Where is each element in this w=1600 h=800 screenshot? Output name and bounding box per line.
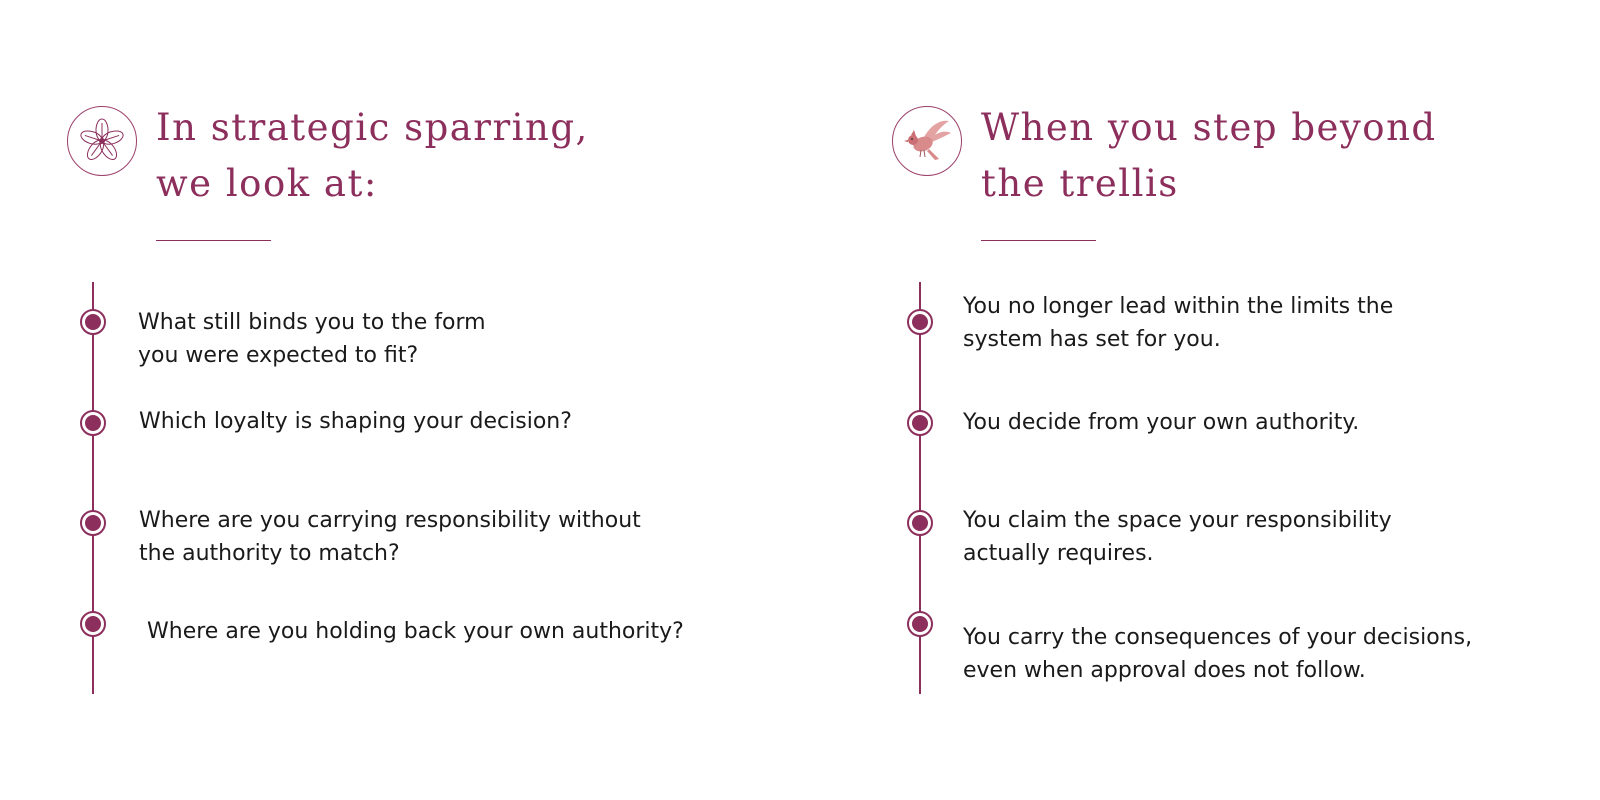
- left-timeline-line: [92, 282, 94, 694]
- left-heading-divider: [156, 240, 271, 241]
- left-heading-line-1: In strategic sparring,: [156, 106, 589, 149]
- left-timeline-node-1: [80, 309, 106, 335]
- flower-icon: [67, 106, 137, 176]
- right-item-4: You carry the consequences of your decis…: [963, 625, 1473, 683]
- right-item-3: You claim the space your responsibility …: [963, 508, 1392, 566]
- left-timeline-node-3: [80, 510, 106, 536]
- right-timeline-node-1: [907, 309, 933, 335]
- right-timeline-node-4: [907, 611, 933, 637]
- right-heading-line-2: the trellis: [981, 162, 1179, 205]
- right-timeline-line: [919, 282, 921, 694]
- left-item-1: What still binds you to the form you wer…: [138, 310, 486, 368]
- left-item-3: Where are you carrying responsibility wi…: [139, 508, 641, 566]
- left-item-2: Which loyalty is shaping your decision?: [139, 409, 572, 434]
- right-timeline-node-3: [907, 510, 933, 536]
- right-heading-divider: [981, 240, 1096, 241]
- right-heading: When you step beyond the trellis: [981, 100, 1437, 212]
- right-heading-line-1: When you step beyond: [981, 106, 1437, 149]
- left-heading: In strategic sparring, we look at:: [156, 100, 589, 212]
- right-item-2: You decide from your own authority.: [963, 410, 1360, 435]
- left-heading-line-2: we look at:: [156, 162, 378, 205]
- left-panel: In strategic sparring, we look at: What …: [0, 0, 760, 800]
- left-timeline-node-2: [80, 410, 106, 436]
- right-panel: When you step beyond the trellis You no …: [825, 0, 1585, 800]
- bird-icon: [892, 106, 962, 176]
- left-item-4: Where are you holding back your own auth…: [147, 619, 684, 644]
- right-timeline-node-2: [907, 410, 933, 436]
- right-item-1: You no longer lead within the limits the…: [963, 294, 1394, 352]
- left-timeline-node-4: [80, 611, 106, 637]
